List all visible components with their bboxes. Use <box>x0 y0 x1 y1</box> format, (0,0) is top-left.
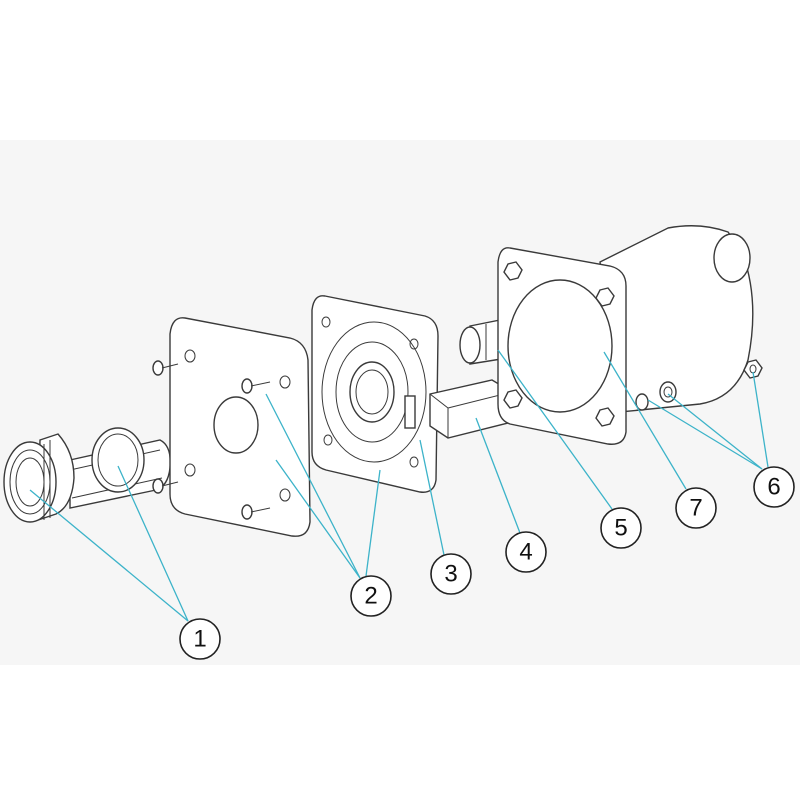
leader-lines <box>29 349 769 622</box>
callout-1: 1 <box>179 618 221 660</box>
leader-line <box>365 469 381 577</box>
part-threaded-fitting <box>3 433 171 523</box>
leader-line <box>475 417 521 534</box>
callout-7: 7 <box>675 487 717 529</box>
svg-text:1: 1 <box>193 626 206 653</box>
leader-line <box>117 465 189 622</box>
leader-line <box>497 349 613 510</box>
callout-6: 6 <box>753 466 795 508</box>
leader-line <box>603 351 687 490</box>
callout-3: 3 <box>430 553 472 595</box>
leader-line <box>752 371 769 468</box>
svg-text:5: 5 <box>614 515 627 542</box>
part-motor-housing <box>497 225 754 445</box>
callout-4: 4 <box>505 531 547 573</box>
svg-text:2: 2 <box>364 583 377 610</box>
leader-line <box>667 393 763 470</box>
svg-text:3: 3 <box>444 561 457 588</box>
part-front-plate <box>169 317 311 537</box>
callout-5: 5 <box>600 507 642 549</box>
svg-text:7: 7 <box>689 495 702 522</box>
leader-line <box>275 459 361 579</box>
part-flange-plate <box>311 295 439 493</box>
svg-text:6: 6 <box>767 474 780 501</box>
leader-line <box>265 393 361 579</box>
leader-line <box>419 439 445 556</box>
part-screws <box>152 360 271 520</box>
part-gasket <box>91 427 145 493</box>
leader-line <box>29 489 189 622</box>
svg-text:4: 4 <box>519 539 532 566</box>
leader-line <box>647 399 763 470</box>
callout-2: 2 <box>350 575 392 617</box>
